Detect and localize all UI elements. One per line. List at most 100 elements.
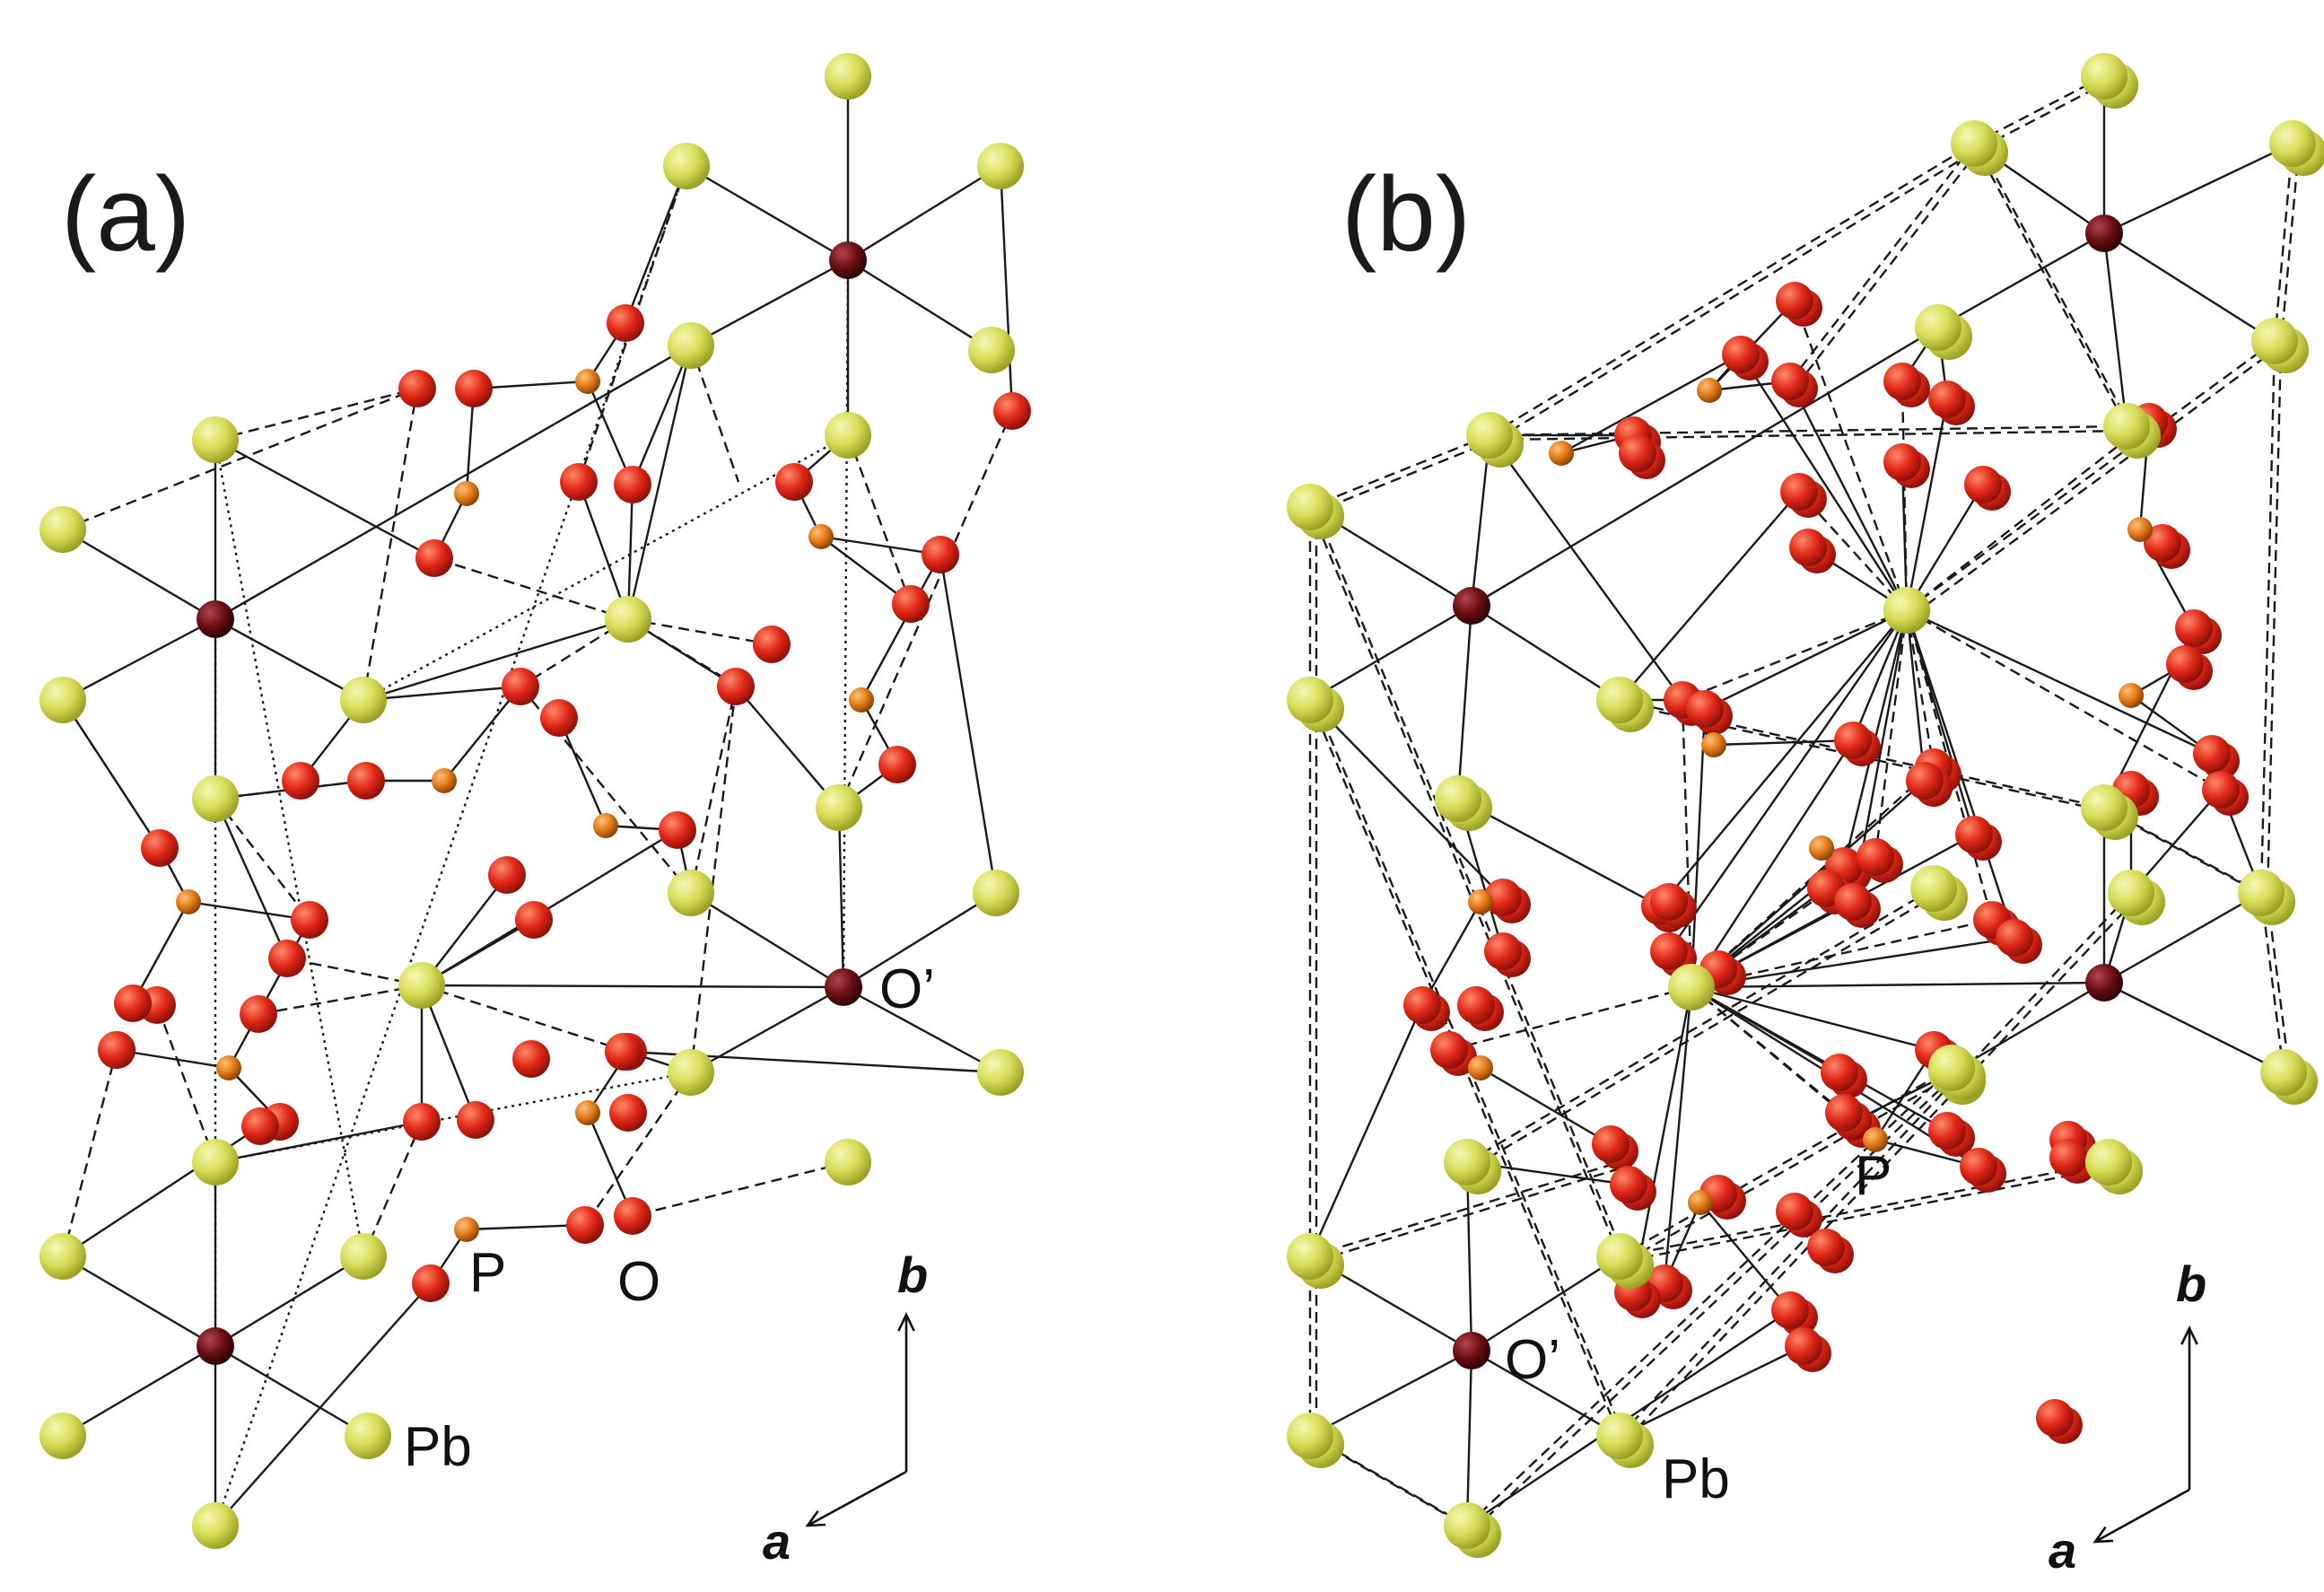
- lead-atom: [345, 1413, 391, 1459]
- lead-atom: [1444, 1502, 1490, 1549]
- lead-atom: [1596, 1233, 1643, 1280]
- bond-line: [2266, 345, 2283, 898]
- oxygen-atom: [1722, 336, 1760, 373]
- lead-atom: [2103, 403, 2150, 450]
- bond-line: [188, 900, 310, 922]
- bond-line: [214, 439, 365, 1257]
- bond-line: [627, 617, 773, 646]
- oxygen-atom: [1906, 762, 1944, 800]
- oxygen-atom: [98, 1031, 135, 1069]
- bond-line: [116, 1048, 230, 1070]
- axis-arrow-a: [2094, 1488, 2190, 1544]
- bond-line: [847, 258, 992, 352]
- oxygen-atom: [488, 856, 526, 894]
- bond-line: [1471, 1349, 1621, 1438]
- bond-line: [1465, 1350, 1473, 1526]
- bond-line: [1851, 609, 1909, 741]
- bond-line: [131, 901, 190, 1004]
- bond-line: [1704, 608, 1908, 711]
- lead-atom: [2108, 870, 2154, 916]
- oxygen-atom: [1484, 932, 1522, 970]
- oxygen-atom: [717, 668, 755, 705]
- bond-line: [1699, 1202, 1791, 1311]
- bond-line: [1489, 424, 2127, 437]
- phosphorus-atom: [1688, 1190, 1713, 1215]
- bond-line: [690, 985, 844, 1074]
- bond-line: [1690, 739, 1855, 988]
- phosphorus-atom: [1549, 441, 1574, 466]
- lead-atom: [825, 1139, 871, 1185]
- oxygen-atom: [455, 370, 493, 407]
- oxygen-atom: [1960, 1148, 1997, 1185]
- bond-line: [689, 345, 740, 483]
- oxygen-atom: [1650, 883, 1688, 921]
- bond-line: [1309, 1434, 1468, 1527]
- axis-arrow-a-head: [805, 1509, 826, 1527]
- bond-line: [690, 258, 849, 347]
- oxygen-atom: [922, 536, 959, 573]
- bond-line: [214, 438, 435, 560]
- oxygen-atom: [1928, 1112, 1966, 1150]
- bond-line: [1900, 461, 1909, 611]
- lead-atom: [1287, 484, 1333, 530]
- oxygen-atom: [240, 995, 277, 1033]
- oxygen-atom: [2049, 1139, 2087, 1177]
- bond-line: [1448, 985, 1692, 1052]
- bond-line: [1690, 708, 1707, 988]
- oxygen-atom: [457, 1101, 494, 1139]
- oxygen-atom: [1430, 1031, 1468, 1069]
- bond-line: [1668, 609, 1908, 952]
- bond-line: [624, 165, 688, 324]
- phosphorus-atom: [454, 1217, 479, 1242]
- bond-line: [227, 919, 311, 1069]
- bond-line: [214, 798, 310, 921]
- oxygen-atom: [1686, 690, 1724, 728]
- oxygen-atom: [614, 466, 651, 503]
- phosphorus-atom: [2119, 683, 2144, 708]
- oxygen-atom: [1619, 434, 1656, 472]
- lead-atom: [398, 962, 445, 1009]
- lead-atom: [1287, 677, 1333, 723]
- bond-line: [1619, 1066, 1953, 1258]
- o-prime-atom: [1453, 1332, 1490, 1369]
- lead-atom: [2085, 1139, 2132, 1185]
- bond-line: [860, 554, 942, 701]
- lead-atom: [39, 677, 86, 723]
- bond-line: [1309, 433, 1490, 509]
- axis-arrow-b-head: [2180, 1325, 2198, 1345]
- bond-line: [1471, 604, 1621, 702]
- axis-arrow-b-head: [897, 1312, 915, 1332]
- oxygen-atom: [1807, 1229, 1845, 1266]
- bond-line: [1663, 986, 1693, 1284]
- lead-atom: [1466, 412, 1513, 459]
- crystal-structure-b: [1287, 53, 2324, 1558]
- lead-atom: [668, 322, 714, 369]
- bond-line: [1619, 892, 2132, 1437]
- lead-atom: [1287, 1413, 1333, 1459]
- bond-line: [363, 433, 849, 702]
- bond-line: [2259, 340, 2276, 894]
- oxygen-atom: [268, 940, 306, 977]
- oxygen-atom: [1834, 883, 1872, 921]
- bond-line: [421, 984, 844, 989]
- bond-line: [258, 984, 423, 1016]
- lead-atom: [2081, 784, 2127, 831]
- lead-atom: [968, 327, 1015, 373]
- oxygen-atom: [1955, 816, 1993, 853]
- bond-line: [473, 380, 589, 390]
- phosphorus-atom: [1701, 732, 1726, 757]
- oxygen-atom: [1785, 1327, 1822, 1365]
- phosphorus-atom: [575, 1100, 600, 1125]
- phosphorus-atom: [1809, 835, 1834, 861]
- panel-a: (a) P O O’ Pb b a: [39, 53, 1031, 1567]
- oxygen-atom: [1457, 986, 1495, 1024]
- lead-atom: [816, 784, 862, 831]
- bond-line: [420, 984, 477, 1121]
- lead-atom: [1951, 120, 1997, 167]
- bond-line: [1972, 143, 2128, 427]
- o-prime-atom: [197, 1327, 234, 1365]
- oxygen-atom: [282, 762, 319, 800]
- phosphorus-atom: [1863, 1127, 1888, 1152]
- oxygen-atom: [566, 1206, 604, 1244]
- phosphorus-atom: [1697, 378, 1722, 403]
